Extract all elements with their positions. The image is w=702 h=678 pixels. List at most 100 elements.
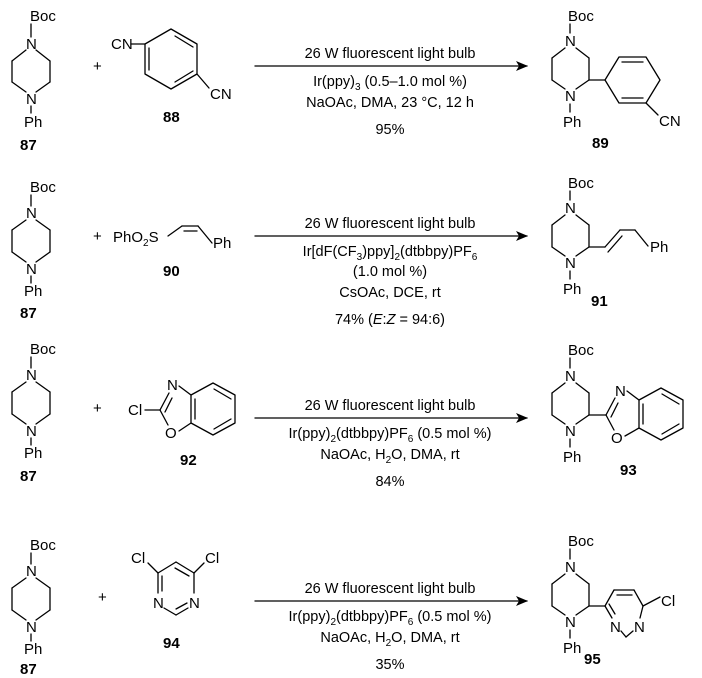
reaction-row-4: Boc N N Ph 87 + N N: [11, 533, 675, 678]
nitrile-label: CN: [659, 113, 681, 130]
piperazine-87: Boc N N Ph 87: [11, 179, 56, 322]
chlorine-label: Cl: [128, 402, 142, 419]
nitrile-label: CN: [210, 86, 232, 103]
reaction-row-1: Boc N N Ph 87 + CN CN 88: [11, 8, 681, 154]
reaction-conditions: CsOAc, DCE, rt: [339, 285, 441, 301]
phenyl-label: Ph: [24, 641, 42, 658]
nitrogen-label: N: [565, 614, 576, 631]
nitrogen-label: N: [634, 619, 645, 636]
catalyst-condition: Ir(ppy)2(dtbbpy)PF6 (0.5 mol %): [289, 609, 492, 628]
boc-label: Boc: [568, 8, 594, 25]
nitrogen-label: N: [26, 36, 37, 53]
nitrogen-label: N: [26, 619, 37, 636]
terephthalonitrile-88: CN CN 88: [111, 28, 232, 126]
nitrogen-label: N: [167, 377, 178, 394]
phenyl-label: Ph: [213, 235, 231, 252]
compound-number: 88: [163, 109, 180, 126]
boc-label: Boc: [30, 537, 56, 554]
product-95: Boc N N Ph N N Cl: [551, 533, 675, 668]
compound-number: 87: [20, 661, 37, 678]
phenyl-label: Ph: [563, 114, 581, 131]
oxygen-label: O: [611, 430, 623, 447]
compound-number: 87: [20, 305, 37, 322]
light-condition: 26 W fluorescent light bulb: [305, 581, 476, 597]
boc-label: Boc: [568, 533, 594, 550]
nitrile-label: CN: [111, 36, 133, 53]
reaction-conditions: NaOAc, DMA, 23 °C, 12 h: [306, 95, 474, 111]
phenyl-label: Ph: [24, 114, 42, 131]
nitrogen-label: N: [565, 559, 576, 576]
nitrogen-label: N: [565, 88, 576, 105]
phenyl-label: Ph: [563, 449, 581, 466]
nitrogen-label: N: [565, 368, 576, 385]
compound-number: 92: [180, 452, 197, 469]
catalyst-condition: Ir(ppy)3 (0.5–1.0 mol %): [313, 74, 467, 93]
nitrogen-label: N: [26, 367, 37, 384]
reaction-row-2: Boc N N Ph 87 + PhO2S Ph 90 26 W f: [11, 175, 668, 328]
nitrogen-label: N: [26, 91, 37, 108]
phenyl-label: Ph: [24, 283, 42, 300]
product-93: Boc N N Ph N O 93: [551, 342, 684, 479]
vinyl-sulfone-90: PhO2S Ph 90: [113, 225, 231, 280]
nitrogen-label: N: [565, 423, 576, 440]
sulfonyl-label: PhO2S: [113, 229, 159, 249]
piperazine-87: Boc N N Ph 87: [11, 341, 56, 485]
phenyl-label: Ph: [650, 239, 668, 256]
nitrogen-label: N: [189, 595, 200, 612]
plus-sign: +: [93, 400, 102, 417]
compound-number: 90: [163, 263, 180, 280]
plus-sign: +: [93, 228, 102, 245]
phenyl-label: Ph: [24, 445, 42, 462]
catalyst-condition: Ir[dF(CF3)ppy]2(dtbbpy)PF6: [303, 244, 478, 263]
light-condition: 26 W fluorescent light bulb: [305, 216, 476, 232]
nitrogen-label: N: [565, 200, 576, 217]
nitrogen-label: N: [615, 383, 626, 400]
phenyl-label: Ph: [563, 640, 581, 657]
nitrogen-label: N: [26, 423, 37, 440]
reaction-yield: 84%: [375, 474, 404, 490]
reaction-yield: 35%: [375, 657, 404, 673]
reaction-yield: 74% (E:Z = 94:6): [335, 312, 445, 328]
chlorine-label: Cl: [205, 550, 219, 567]
boc-label: Boc: [568, 175, 594, 192]
compound-number: 87: [20, 468, 37, 485]
plus-sign: +: [93, 58, 102, 75]
compound-number: 91: [591, 293, 608, 310]
nitrogen-label: N: [565, 33, 576, 50]
reaction-yield: 95%: [375, 122, 404, 138]
product-89: Boc N N Ph CN 89: [551, 8, 681, 152]
nitrogen-label: N: [26, 205, 37, 222]
boc-label: Boc: [568, 342, 594, 359]
catalyst-condition: Ir(ppy)2(dtbbpy)PF6 (0.5 mol %): [289, 426, 492, 445]
boc-label: Boc: [30, 179, 56, 196]
nitrogen-label: N: [26, 563, 37, 580]
chlorobenzoxazole-92: Cl N O 92: [128, 377, 236, 469]
boc-label: Boc: [30, 8, 56, 25]
chlorine-label: Cl: [131, 550, 145, 567]
nitrogen-label: N: [610, 619, 621, 636]
product-91: Boc N N Ph Ph 91: [551, 175, 668, 310]
compound-number: 95: [584, 651, 601, 668]
reaction-row-3: Boc N N Ph 87 + Cl N O: [11, 341, 684, 490]
dichloropyrimidine-94: N N Cl Cl 94: [131, 550, 219, 652]
compound-number: 87: [20, 137, 37, 154]
light-condition: 26 W fluorescent light bulb: [305, 398, 476, 414]
compound-number: 93: [620, 462, 637, 479]
compound-number: 89: [592, 135, 609, 152]
reaction-conditions: NaOAc, H2O, DMA, rt: [320, 630, 459, 649]
phenyl-label: Ph: [563, 281, 581, 298]
compound-number: 94: [163, 635, 180, 652]
light-condition: 26 W fluorescent light bulb: [305, 46, 476, 62]
nitrogen-label: N: [26, 261, 37, 278]
nitrogen-label: N: [153, 595, 164, 612]
boc-label: Boc: [30, 341, 56, 358]
oxygen-label: O: [165, 425, 177, 442]
reaction-conditions: NaOAc, H2O, DMA, rt: [320, 447, 459, 466]
catalyst-loading: (1.0 mol %): [353, 264, 427, 280]
piperazine-87: Boc N N Ph 87: [11, 8, 56, 154]
piperazine-87: Boc N N Ph 87: [11, 537, 56, 678]
nitrogen-label: N: [565, 255, 576, 272]
chlorine-label: Cl: [661, 593, 675, 610]
plus-sign: +: [98, 589, 107, 606]
